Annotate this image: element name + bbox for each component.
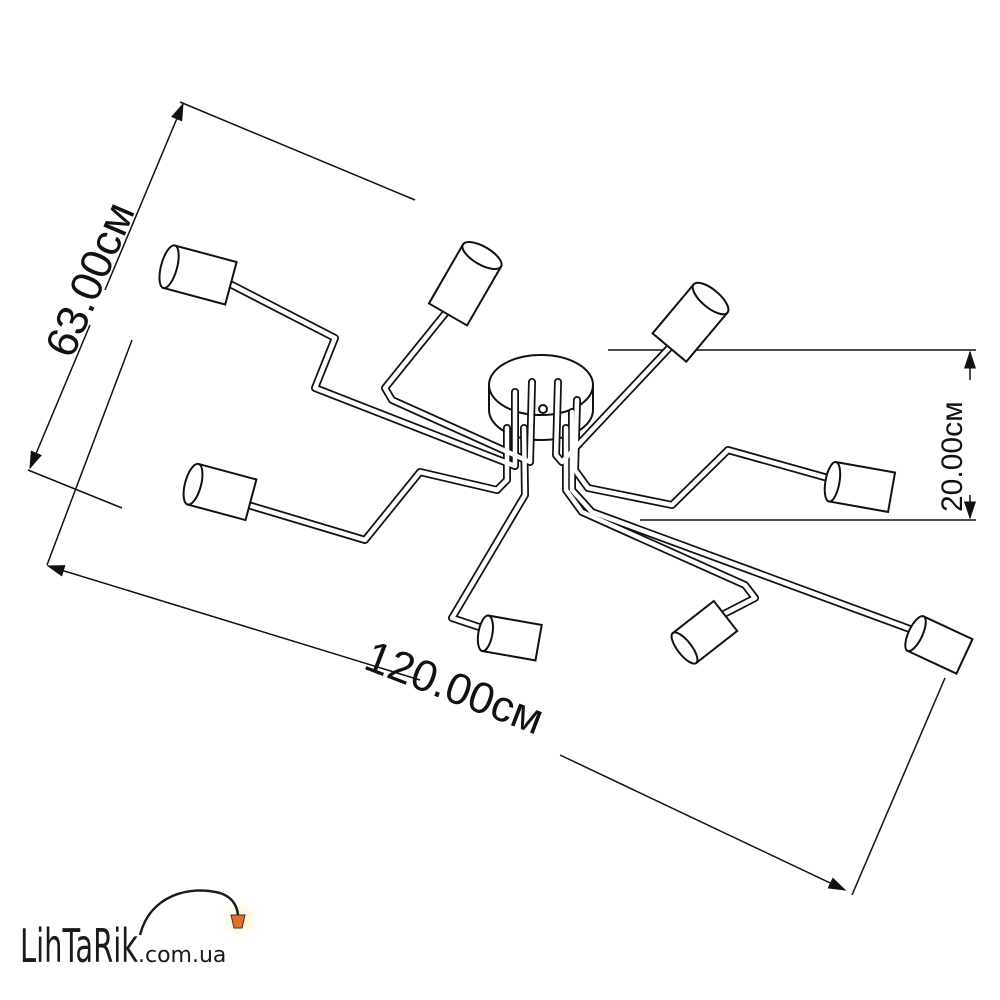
socket-top-left [158,244,238,306]
liharik-logo: LihTaRik.com.ua [20,889,264,973]
logo-name: LihTaRik [20,919,138,973]
socket-right [823,460,897,514]
dimension-height-label: 63.00см [36,195,145,364]
socket-top-right [651,281,730,364]
socket-top-middle [427,241,503,327]
street-lamp-arm [138,889,240,936]
logo-domain: .com.ua [138,943,226,968]
dimension-width [46,339,946,896]
lamp-sockets [158,241,974,675]
socket-bottom-middle [476,614,543,662]
chandelier-arms [228,281,922,636]
dimension-drop-label: 20.00см [936,401,969,512]
socket-far-right [904,615,974,675]
dimension-height [27,101,416,509]
socket-bottom-right [670,599,739,665]
dimension-drop [608,349,976,521]
socket-left [182,462,258,522]
arm-right [571,396,839,509]
logo-text-line: LihTaRik.com.ua [20,919,226,973]
street-lamp-icon [230,914,246,929]
